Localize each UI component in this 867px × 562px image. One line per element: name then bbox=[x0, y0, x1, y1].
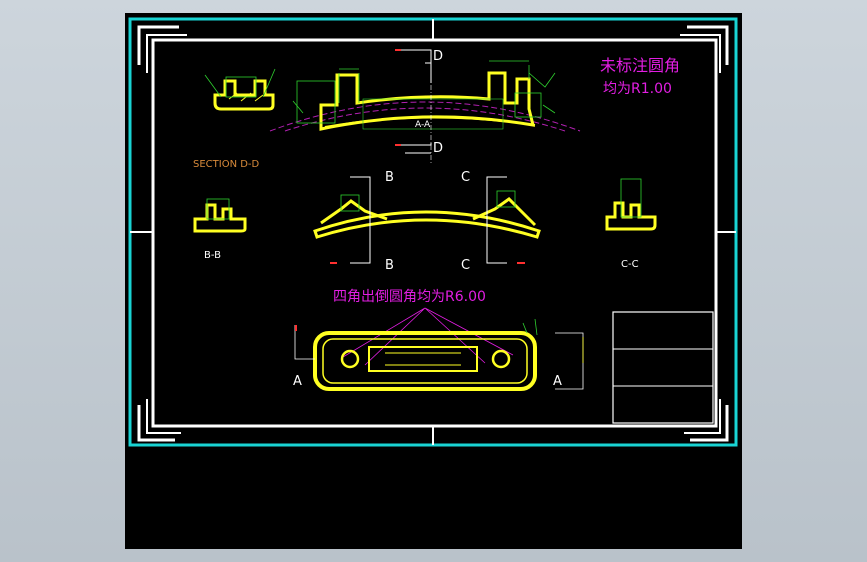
section-bb-label: B-B bbox=[204, 250, 221, 261]
fillet-note-line1: 未标注圆角 bbox=[600, 56, 680, 75]
cut-d-label-top: D bbox=[433, 49, 443, 64]
cut-d-label-bottom: D bbox=[433, 141, 443, 156]
section-cc-label: C-C bbox=[621, 259, 639, 270]
cut-c-label-bottom: C bbox=[461, 258, 470, 273]
cut-b-label-top: B bbox=[385, 170, 394, 185]
plan-view: A A bbox=[293, 307, 584, 391]
section-aa-label: A-A bbox=[415, 120, 431, 130]
title-frame bbox=[130, 19, 736, 445]
main-top-view: D D A-A bbox=[269, 49, 581, 163]
cut-a-label-left: A bbox=[293, 374, 302, 389]
section-cc-view: C-C bbox=[605, 178, 657, 270]
section-dd-view: SECTION D-D bbox=[193, 68, 276, 170]
cut-c-label-top: C bbox=[461, 170, 470, 185]
cad-drawing: SECTION D-D D bbox=[128, 17, 738, 447]
corner-fillet-note: 四角出倒圆角均为R6.00 bbox=[333, 289, 486, 305]
fillet-note-line2: 均为R1.00 bbox=[603, 81, 672, 97]
fillet-note: 未标注圆角 均为R1.00 bbox=[600, 56, 680, 97]
side-view: B B C C bbox=[313, 170, 541, 273]
cad-viewport[interactable]: SECTION D-D D bbox=[125, 13, 742, 549]
section-bb-view: B-B bbox=[193, 198, 247, 261]
section-dd-label: SECTION D-D bbox=[193, 159, 260, 170]
cut-a-label-right: A bbox=[553, 374, 562, 389]
cut-b-label-bottom: B bbox=[385, 258, 394, 273]
